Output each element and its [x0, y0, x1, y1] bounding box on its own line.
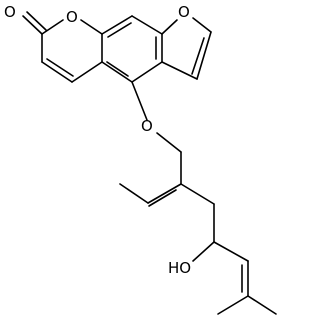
atom-label-ether-oxygen: O: [141, 117, 153, 135]
bond-c8-c8b: [131, 15, 163, 35]
atom-labels: O O O O HO: [4, 3, 191, 277]
bond-oether-ch2: [156, 132, 182, 153]
bond-c8a-c8-inner: [107, 22, 132, 38]
bond-c8a-c8-outer: [101, 15, 133, 35]
atom-label-carbonyl-oxygen: O: [4, 3, 16, 21]
bond-c5-oether: [131, 81, 148, 121]
bond-c4-c4a: [71, 61, 103, 83]
bond-calkene-ch2b: [180, 183, 215, 205]
bond-cme2-me1: [217, 295, 249, 315]
molecule-structure: O O O O HO: [4, 3, 277, 315]
bond-c3-c4-inner: [46, 58, 74, 77]
bond-ch-ch3: [119, 183, 149, 204]
bond-calkene-ch-outer: [147, 183, 182, 204]
atom-label-hydroxyl: HO: [168, 259, 191, 277]
bond-c2f-c3f-inner: [191, 37, 205, 75]
bond-choh-oh: [192, 241, 215, 262]
bond-choh-chalkene: [213, 241, 249, 262]
bond-c4b-c5: [131, 61, 163, 83]
bond-carbonyl-2: [26, 11, 47, 31]
bond-o1-c8a: [80, 19, 103, 35]
atom-label-lactone-oxygen: O: [66, 8, 78, 26]
bond-lines: [22, 11, 277, 315]
bond-c5-c4a-inner: [106, 61, 129, 77]
bond-c2-o1: [41, 19, 64, 35]
bond-c2f-c3f-outer: [196, 31, 212, 80]
bond-c3f-c4b: [161, 61, 198, 80]
bond-ofuran-c2f: [192, 17, 212, 33]
bond-carbonyl-1: [22, 15, 43, 35]
bond-c5-c4a: [101, 61, 133, 83]
bond-c3-c4-outer: [41, 61, 73, 83]
bond-calkene-ch-inner: [148, 189, 177, 207]
bond-cme2-me2: [247, 295, 277, 315]
bond-c8b-ofuran: [161, 19, 178, 35]
atom-label-furan-oxygen: O: [178, 3, 190, 21]
